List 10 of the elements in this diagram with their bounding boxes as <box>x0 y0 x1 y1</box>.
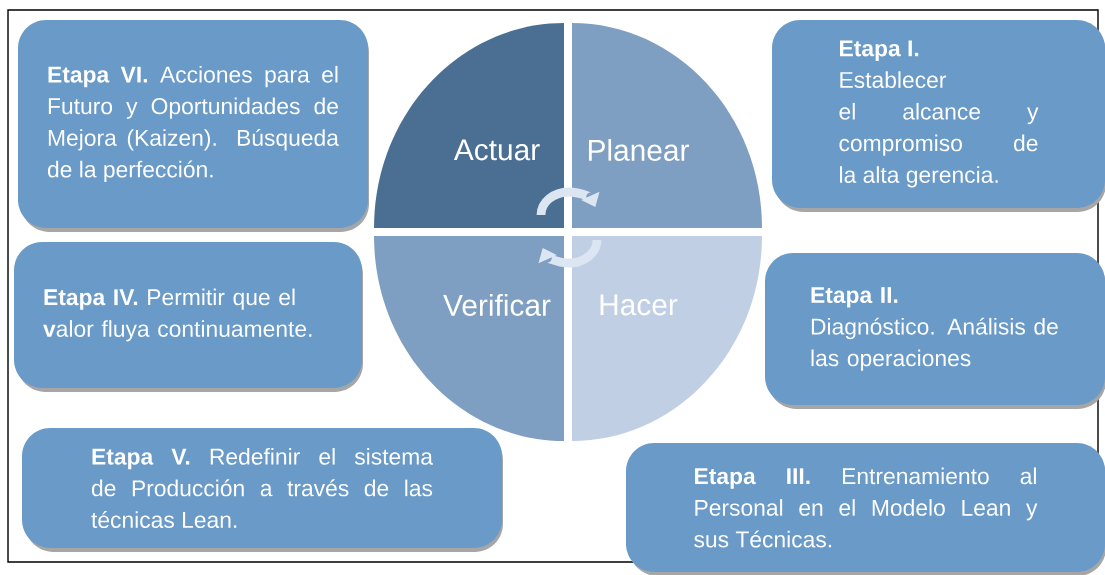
stage-box: Etapa I. Establecer el alcance y compromiso de la alta gerencia. <box>772 20 1105 212</box>
quadrant-sector: Hacer <box>572 236 762 441</box>
stage-box: Etapa III. Entrenamiento al Personal en el Modelo Lean y sus Técnicas. <box>626 443 1105 575</box>
quadrant-sector: Verificar <box>374 236 564 441</box>
quadrant-sector: Planear <box>572 23 762 228</box>
stage-box: Etapa VI. Acciones para el Futuro y Oportunidades de Mejora (Kaizen). Búsqueda de la perfección. <box>18 20 369 232</box>
stage-box: Etapa II. Diagnóstico. Análisis de las operaciones <box>765 253 1105 409</box>
stage-box: Etapa V. Redefinir el sistema de Producción a través de las técnicas Lean. <box>22 428 503 552</box>
stage-box: Etapa IV. Permitir que el valor fluya continuamente. <box>14 242 363 392</box>
quadrant-sector: Actuar <box>374 23 564 228</box>
